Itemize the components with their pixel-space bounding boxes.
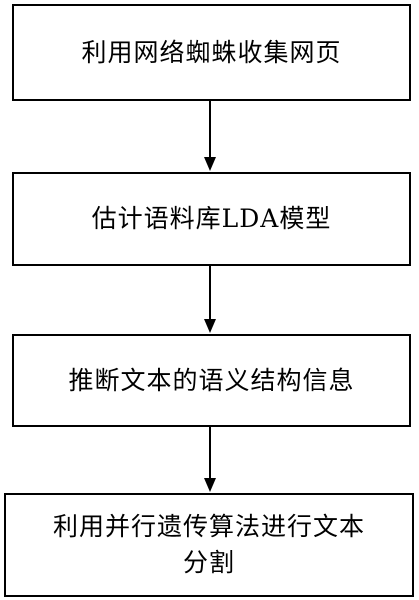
- step-label-parallel-ga-segmentation: 利用并行遗传算法进行文本 分割: [52, 512, 365, 577]
- step-box-parallel-ga-segmentation: 利用并行遗传算法进行文本 分割: [4, 493, 414, 597]
- step-label-collect-webpages: 利用网络蜘蛛收集网页: [81, 37, 342, 67]
- arrow-step3-to-step4: [204, 427, 216, 492]
- arrow-step1-to-step2: [204, 101, 216, 171]
- step-box-infer-semantic-structure: 推断文本的语义结构信息: [12, 334, 411, 427]
- step-label-estimate-lda-model: 估计语料库LDA模型: [91, 204, 332, 233]
- step-box-collect-webpages: 利用网络蜘蛛收集网页: [12, 4, 411, 101]
- arrow-step2-to-step3: [204, 266, 216, 333]
- step-label-infer-semantic-structure: 推断文本的语义结构信息: [68, 365, 355, 395]
- step-box-estimate-lda-model: 估计语料库LDA模型: [12, 172, 411, 266]
